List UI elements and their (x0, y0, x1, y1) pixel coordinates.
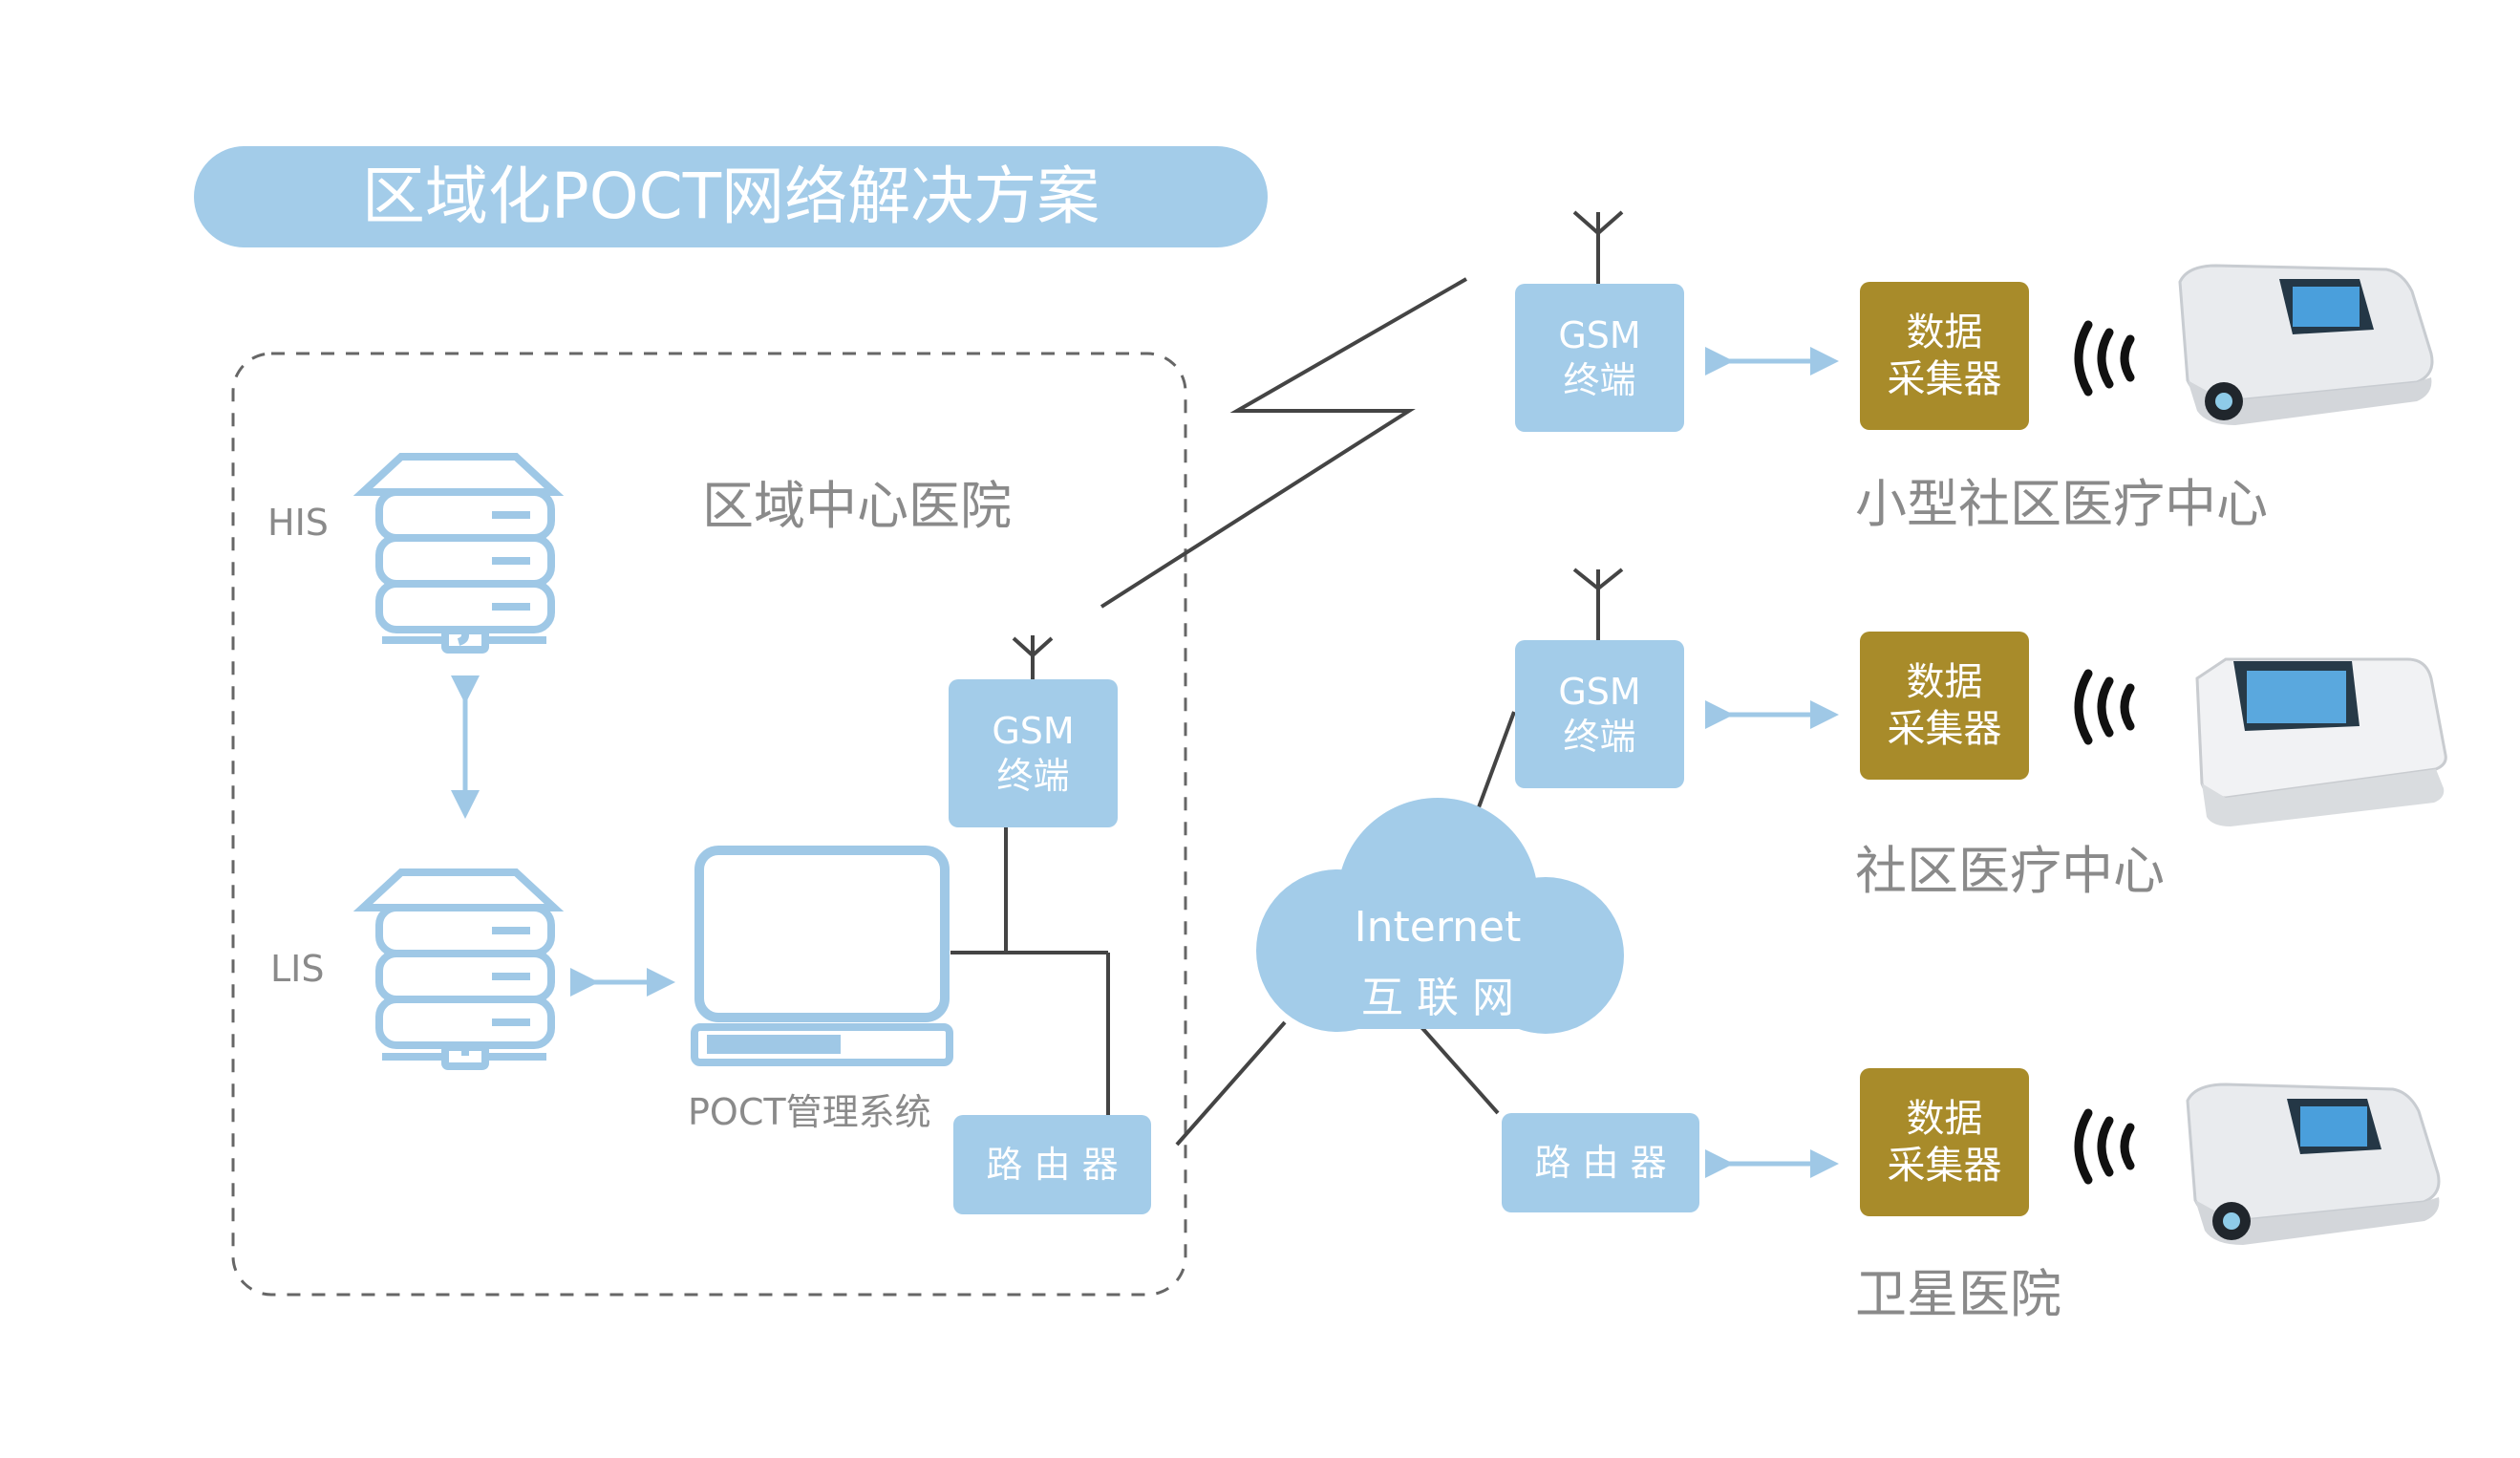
collector-arrows (1705, 347, 1839, 1178)
router-site-3: 路 由 器 (1502, 1113, 1699, 1212)
diagram-title: 区域化POCT网络解决方案 (361, 160, 1100, 233)
wireless-signal-icon (2074, 669, 2135, 745)
poct-device-icon (2186, 1083, 2441, 1245)
gsm-sub-label: 终端 (1563, 358, 1636, 401)
internet-label: Internet (1354, 903, 1522, 952)
poct-system-label: POCT管理系统 (688, 1091, 931, 1133)
gsm-terminal-site-2: GSM 终端 (1515, 640, 1684, 788)
wireless-signal-icon (2074, 1108, 2135, 1185)
region-boundary (231, 352, 1187, 1297)
gsm-label: GSM (1558, 671, 1641, 714)
data-collector-site-3: 数据 采集器 (1860, 1068, 2029, 1216)
data-collector-site-2: 数据 采集器 (1860, 632, 2029, 780)
lis-label: LIS (270, 948, 325, 990)
site-name: 卫星医院 (1855, 1264, 2061, 1324)
title-pill (194, 146, 1268, 247)
gsm-label: GSM (1558, 314, 1641, 357)
internet-cn-label: 互 联 网 (1361, 974, 1514, 1022)
gsm-sub-label: 终端 (996, 754, 1070, 797)
gsm-terminal-center: GSM 终端 (949, 679, 1118, 827)
gsm-sub-label: 终端 (1563, 715, 1636, 758)
data-collector-site-1: 数据 采集器 (1860, 282, 2029, 430)
collector-label: 数据 (1906, 659, 1983, 704)
collector-label: 数据 (1906, 310, 1983, 354)
region-label: 区域中心医院 (702, 476, 1012, 536)
collector-sub-label: 采集器 (1887, 706, 2002, 751)
router-label: 路 由 器 (1534, 1141, 1667, 1184)
poct-device-icon (2195, 657, 2447, 826)
collector-sub-label: 采集器 (1887, 356, 2002, 401)
his-label: HIS (267, 502, 329, 544)
router-center: 路 由 器 (953, 1115, 1151, 1214)
wireless-signal-icon (2074, 320, 2135, 397)
collector-label: 数据 (1906, 1096, 1983, 1141)
router-label: 路 由 器 (986, 1143, 1119, 1186)
his-server-icon (352, 453, 565, 654)
laptop-icon (691, 846, 953, 1066)
gsm-label: GSM (992, 710, 1075, 753)
internet-cloud-icon (1256, 798, 1624, 1034)
site-name: 社区医疗中心 (1855, 841, 2165, 901)
lis-server-icon (352, 868, 565, 1070)
poct-device-icon (2178, 264, 2434, 425)
collector-sub-label: 采集器 (1887, 1143, 2002, 1188)
site-name: 小型社区医疗中心 (1855, 474, 2268, 534)
gsm-terminal-site-1: GSM 终端 (1515, 284, 1684, 432)
